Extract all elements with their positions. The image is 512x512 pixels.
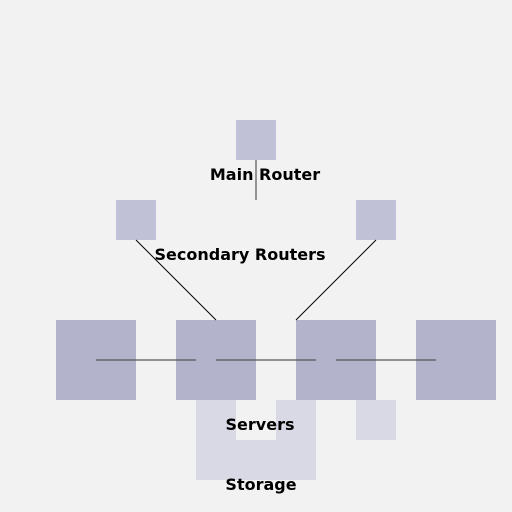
secondary-link-right <box>295 239 377 321</box>
main-router-label: Main Router <box>210 165 320 184</box>
main-router-group: Main Router <box>210 120 320 200</box>
secondary-router-right-node <box>356 200 396 240</box>
storage-block-left <box>196 400 236 480</box>
servers-label: Servers <box>226 415 295 434</box>
secondary-routers-group <box>116 200 396 240</box>
secondary-routers-label: Secondary Routers <box>155 245 326 264</box>
storage-block-small <box>356 400 396 440</box>
storage-block-right <box>276 400 316 480</box>
secondary-router-left-node <box>116 200 156 240</box>
storage-group <box>196 400 396 480</box>
secondary-link-left <box>135 239 217 321</box>
storage-label: Storage <box>225 475 296 494</box>
secondary-links-group <box>135 239 377 321</box>
storage-block-bottom <box>236 440 276 480</box>
main-router-node <box>236 120 276 160</box>
